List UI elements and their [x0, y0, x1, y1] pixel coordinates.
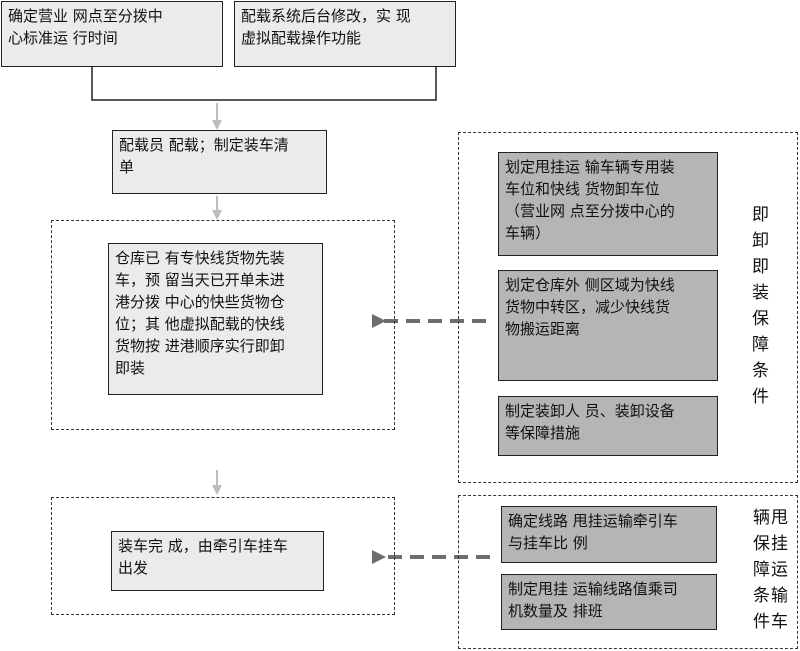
- label-conditions: 即 卸 即 装 保 障 条 件: [752, 205, 770, 407]
- box-condition-2: 划定仓库外 侧区域为快线 货物中转区，减少快线货 物搬运距离: [498, 270, 718, 381]
- frame-finish: [51, 497, 395, 615]
- box-loading-clerk: 配载员 配载；制定装车清 单: [112, 130, 327, 194]
- box-vehicle-1: 确定线路 甩挂运输牵引车 与挂车比 例: [501, 506, 717, 563]
- box-warehouse: 仓库已 有专快线货物先装 车，预 留当天已开单未进 港分拨 中心的快些货物仓 位…: [108, 243, 323, 395]
- label-vehicle: 辆甩 保挂 障运 条输 件车: [753, 508, 789, 632]
- box-condition-3: 制定装卸人 员、装卸设备 等保障措施: [498, 396, 718, 456]
- frame-vehicle: [458, 495, 798, 649]
- box-condition-1: 划定甩挂运 输车辆专用装 车位和快线 货物卸车位 （营业网 点至分拨中心的 车辆…: [498, 152, 718, 256]
- frame-warehouse: [51, 220, 395, 430]
- box-finish: 装车完 成，由牵引车挂车 出发: [111, 531, 324, 591]
- box-virtual-loading: 配载系统后台修改，实 现 虚拟配载操作功能: [234, 1, 456, 67]
- merge-bracket: [91, 66, 437, 101]
- box-standard-time: 确定营业 网点至分拨中 心标准运 行时间: [1, 1, 223, 67]
- box-vehicle-2: 制定甩挂 运输线路值乘司 机数量及 排班: [501, 574, 717, 630]
- frame-conditions: [458, 132, 798, 483]
